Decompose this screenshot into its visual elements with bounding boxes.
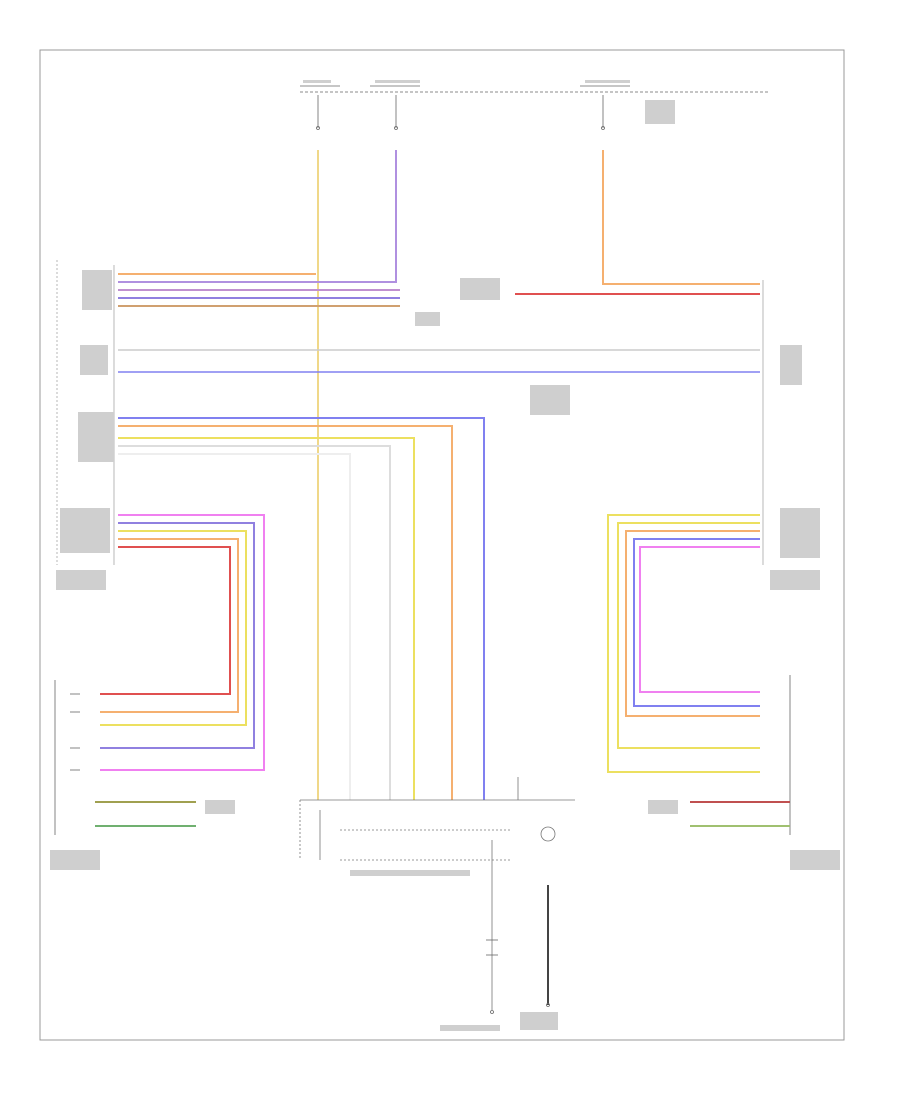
- left-mid-harness: [118, 417, 485, 800]
- left-motor-leads: [95, 801, 196, 827]
- wire-violet-top: [316, 150, 397, 283]
- can-bus-lines: [118, 349, 760, 373]
- unreadable-labels: [50, 80, 840, 1031]
- diagram-frame: [39, 49, 845, 1041]
- right-motor-leads: [690, 801, 790, 827]
- left-lock-harness: [100, 514, 265, 771]
- top-fuse-panel: [300, 85, 770, 130]
- central-switch-block: [299, 777, 575, 1010]
- left-door-actuator: [54, 680, 80, 835]
- left-harness-upper: [118, 273, 400, 307]
- ground-connections: [486, 939, 550, 1014]
- right-lock-harness: [607, 514, 760, 773]
- wire-orange-right-top: [602, 150, 760, 285]
